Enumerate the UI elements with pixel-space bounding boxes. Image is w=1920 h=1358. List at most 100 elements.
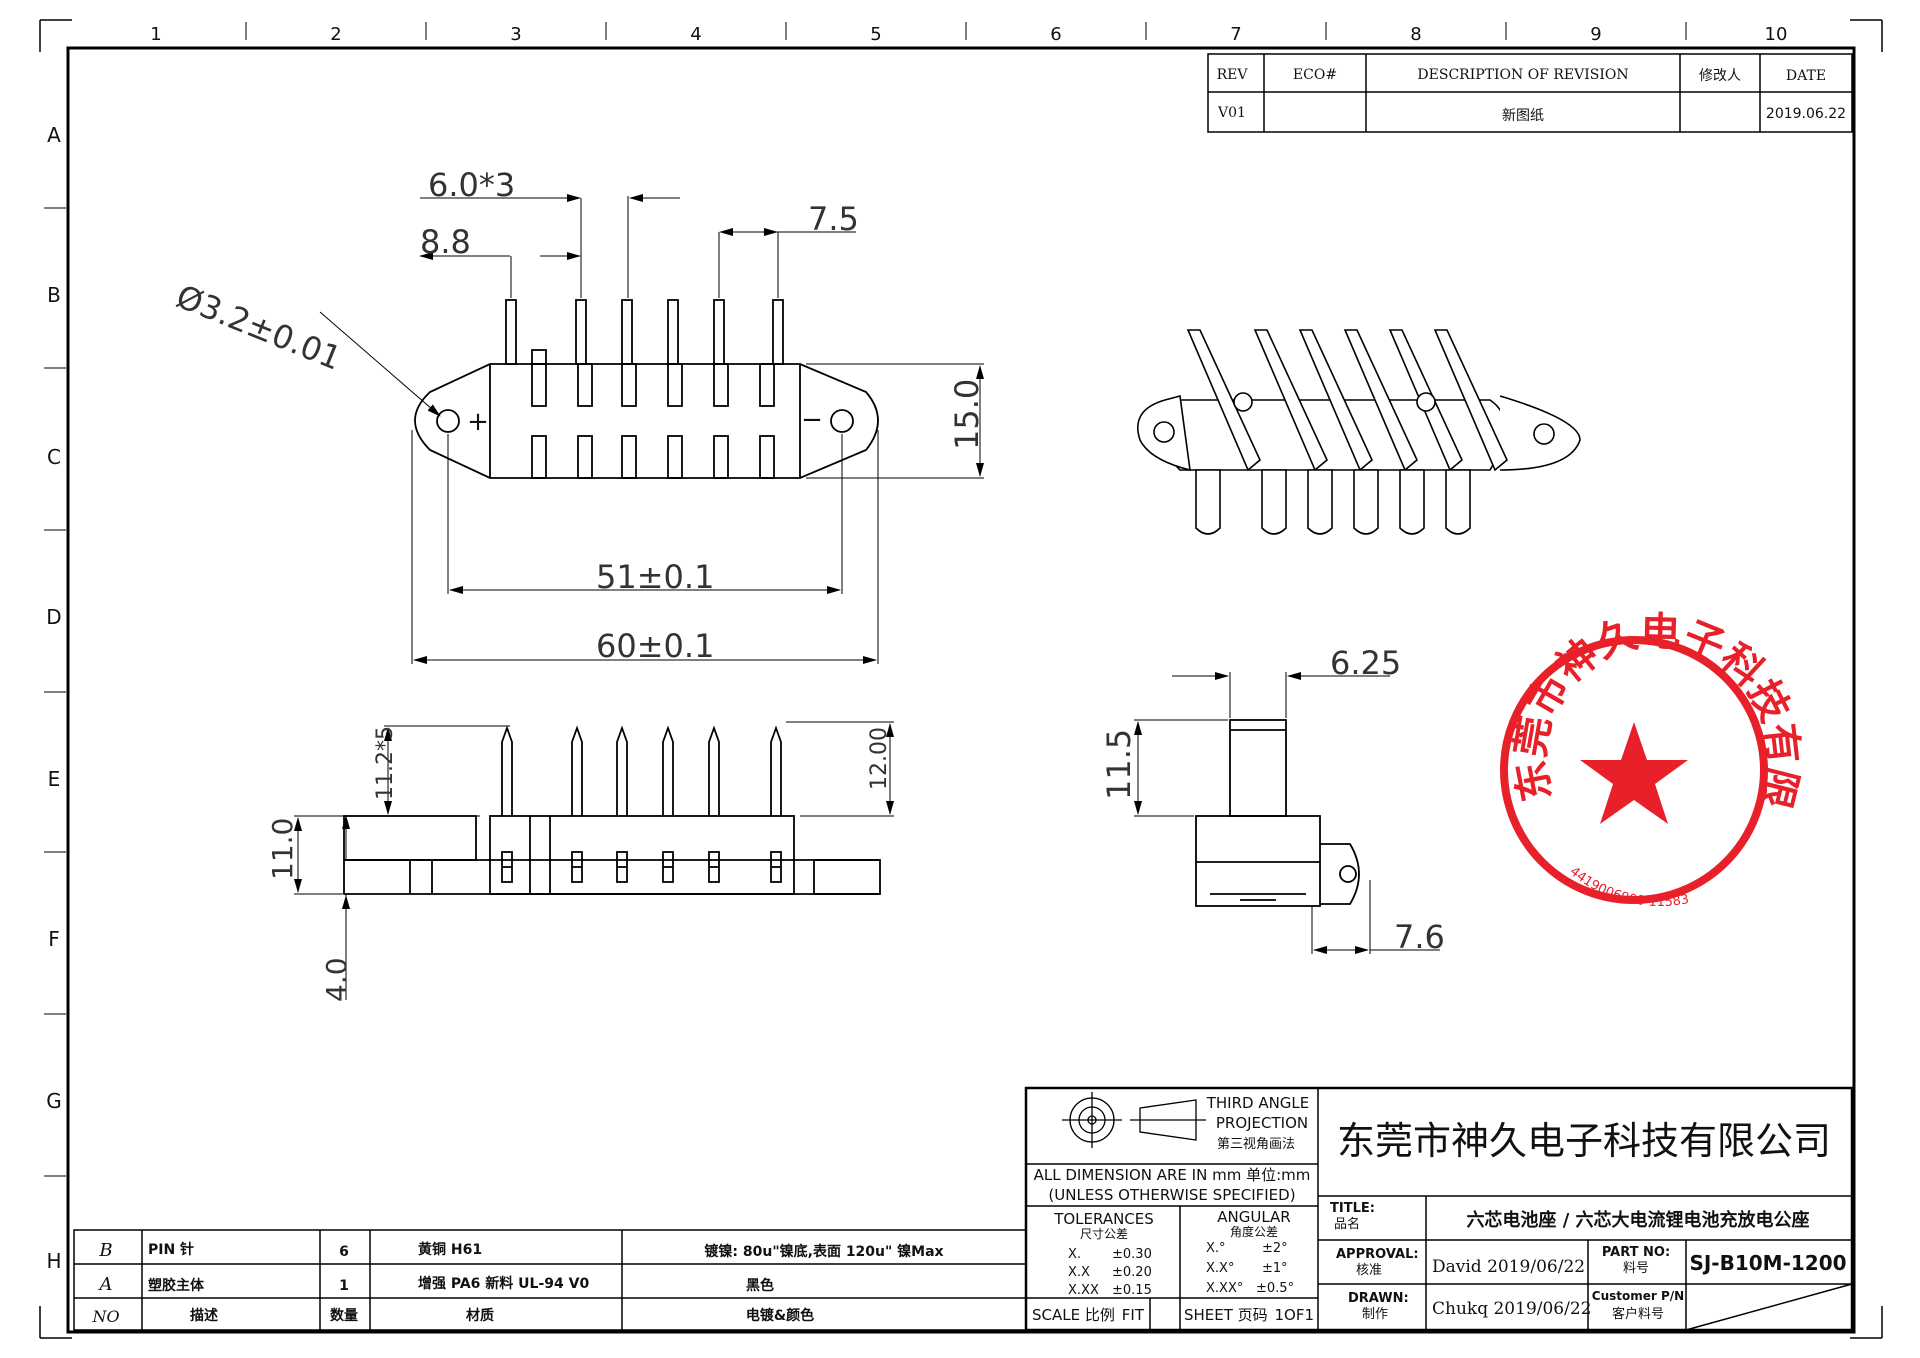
custpn-label: Customer P/N <box>1592 1289 1684 1303</box>
dim-label: 11.2*5 <box>373 726 398 800</box>
projection-label-2: PROJECTION <box>1216 1114 1308 1132</box>
ang-value: ±1° <box>1262 1261 1288 1276</box>
dim-label: 8.8 <box>420 223 471 261</box>
plus-mark: + <box>467 407 489 437</box>
profile-view-dimensions <box>1134 672 1440 954</box>
dim-label: 6.25 <box>1330 644 1401 682</box>
drawn-label: DRAWN: <box>1348 1291 1409 1306</box>
scale-value: FIT <box>1122 1306 1145 1324</box>
sheet-frame <box>39 19 1883 1339</box>
dim-label: 6.0*3 <box>428 166 515 204</box>
col-label: 1 <box>150 24 161 45</box>
date-header: DATE <box>1786 68 1826 84</box>
col-label: 9 <box>1590 24 1601 45</box>
approval-label: APPROVAL: <box>1336 1247 1419 1262</box>
unless-line: (UNLESS OTHERWISE SPECIFIED) <box>1048 1186 1295 1204</box>
bom-row-qty: 6 <box>339 1244 349 1260</box>
partno-cn: 料号 <box>1623 1261 1649 1276</box>
bom-row-material: 增强 PA6 新料 UL-94 V0 <box>418 1275 589 1292</box>
dim-label: 7.5 <box>808 200 859 238</box>
ang-key: X.° <box>1206 1241 1226 1256</box>
date-value: 2019.06.22 <box>1766 106 1846 122</box>
stamp-ring <box>1500 636 1768 904</box>
rev-value: V01 <box>1217 105 1246 121</box>
row-label: D <box>46 605 61 629</box>
bom-row-desc: 塑胶主体 <box>148 1277 205 1294</box>
partno-label: PART NO: <box>1602 1245 1670 1260</box>
row-label: F <box>48 927 60 951</box>
rev-header: REV <box>1217 67 1249 83</box>
stamp-number: 4419006900 11583 <box>1567 864 1691 910</box>
row-label: A <box>47 123 61 147</box>
dim-label: 12.00 <box>867 727 892 790</box>
row-label: B <box>47 283 61 307</box>
angular-cn: 角度公差 <box>1230 1224 1278 1239</box>
bom-header-material: 材质 <box>466 1307 494 1324</box>
desc-header: DESCRIPTION OF REVISION <box>1417 67 1628 83</box>
isometric-view <box>1137 329 1581 535</box>
row-label: H <box>46 1249 61 1273</box>
col-label: 2 <box>330 24 341 45</box>
projection-symbol-icon <box>1062 1092 1206 1148</box>
bom-table: B PIN 针 6 黄铜 H61 镀镍: 80u"镍底,表面 120u" 镍Ma… <box>73 1229 1027 1331</box>
bom-header-desc: 描述 <box>190 1307 218 1324</box>
dim-label: 11.5 <box>1100 729 1138 800</box>
tol-value: ±0.30 <box>1112 1247 1152 1262</box>
bom-row-finish: 黑色 <box>746 1277 774 1294</box>
col-label: 5 <box>870 24 881 45</box>
side-view <box>343 725 881 895</box>
scale-label: SCALE 比例 <box>1032 1306 1115 1324</box>
drawn-value: Chukq 2019/06/22 <box>1432 1299 1591 1319</box>
bom-header-finish: 电镀&颜色 <box>746 1307 814 1324</box>
bom-row-qty: 1 <box>339 1278 349 1294</box>
dim-label: 15.0 <box>948 379 986 450</box>
editor-header: 修改人 <box>1699 68 1741 84</box>
col-label: 8 <box>1410 24 1421 45</box>
dim-label: 60±0.1 <box>596 627 714 665</box>
bom-row-no: A <box>98 1274 113 1295</box>
title-value: 六芯电池座 / 六芯大电流锂电池充放电公座 <box>1466 1209 1809 1231</box>
title-label: TITLE: <box>1330 1201 1375 1216</box>
dim-label: 4.0 <box>320 957 353 1002</box>
profile-view-dim-labels: 6.25 11.5 7.6 <box>1100 644 1445 956</box>
dim-label: 7.6 <box>1394 918 1445 956</box>
sheet-label: SHEET 页码 <box>1184 1306 1268 1324</box>
side-view-dim-labels: 11.2*5 12.00 11.0 4.0 <box>266 726 892 1002</box>
side-view-dimensions <box>294 721 894 1000</box>
custpn-cn: 客户料号 <box>1612 1306 1664 1322</box>
dim-label: 11.0 <box>266 818 299 880</box>
title-block: THIRD ANGLE PROJECTION 第三视角画法 ALL DIMENS… <box>1024 1086 1854 1332</box>
revision-table: REV ECO# DESCRIPTION OF REVISION 修改人 DAT… <box>1207 53 1853 133</box>
projection-label: THIRD ANGLE <box>1206 1094 1310 1112</box>
column-labels: 1 2 3 4 5 6 7 8 9 10 <box>150 24 1787 45</box>
units-line: ALL DIMENSION ARE IN mm 单位:mm <box>1034 1166 1311 1184</box>
col-label: 7 <box>1230 24 1241 45</box>
bom-row-material: 黄铜 H61 <box>418 1241 482 1258</box>
minus-mark: − <box>801 405 823 435</box>
bom-row-desc: PIN 针 <box>148 1241 194 1258</box>
row-labels: A B C D E F G H <box>46 123 62 1273</box>
row-label: E <box>48 767 61 791</box>
bom-header-qty: 数量 <box>330 1307 358 1324</box>
col-label: 10 <box>1765 24 1788 45</box>
bom-row-no: B <box>98 1240 112 1261</box>
ang-value: ±0.5° <box>1256 1281 1294 1296</box>
drawn-cn: 制作 <box>1362 1307 1388 1322</box>
approval-value: David 2019/06/22 <box>1432 1257 1585 1277</box>
dim-label: 51±0.1 <box>596 558 714 596</box>
tolerances-title: TOLERANCES <box>1053 1210 1154 1228</box>
front-view <box>414 299 879 479</box>
profile-view <box>1195 719 1360 907</box>
col-label: 6 <box>1050 24 1061 45</box>
desc-value: 新图纸 <box>1502 108 1544 124</box>
row-label: C <box>47 445 61 469</box>
projection-label-cn: 第三视角画法 <box>1217 1137 1295 1152</box>
tol-key: X. <box>1068 1247 1081 1262</box>
tol-value: ±0.15 <box>1112 1283 1152 1298</box>
tol-key: X.X <box>1068 1265 1090 1280</box>
stamp-star-icon <box>1580 722 1688 824</box>
angular-title: ANGULAR <box>1217 1208 1290 1226</box>
tol-key: X.XX <box>1068 1283 1099 1298</box>
bom-header-no: NO <box>91 1307 119 1326</box>
